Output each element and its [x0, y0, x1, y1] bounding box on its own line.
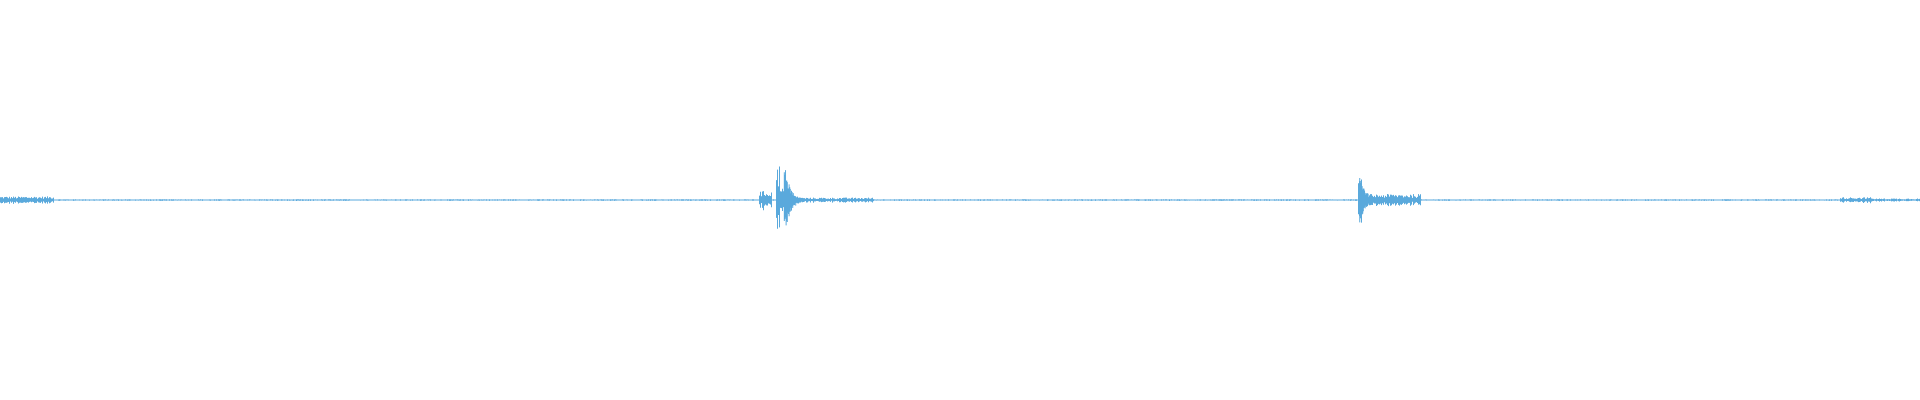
waveform-transient-1 [783, 170, 821, 226]
waveform-transient-2 [1359, 177, 1396, 223]
waveform-envelope [0, 166, 1920, 229]
waveform-bars [0, 166, 1920, 229]
